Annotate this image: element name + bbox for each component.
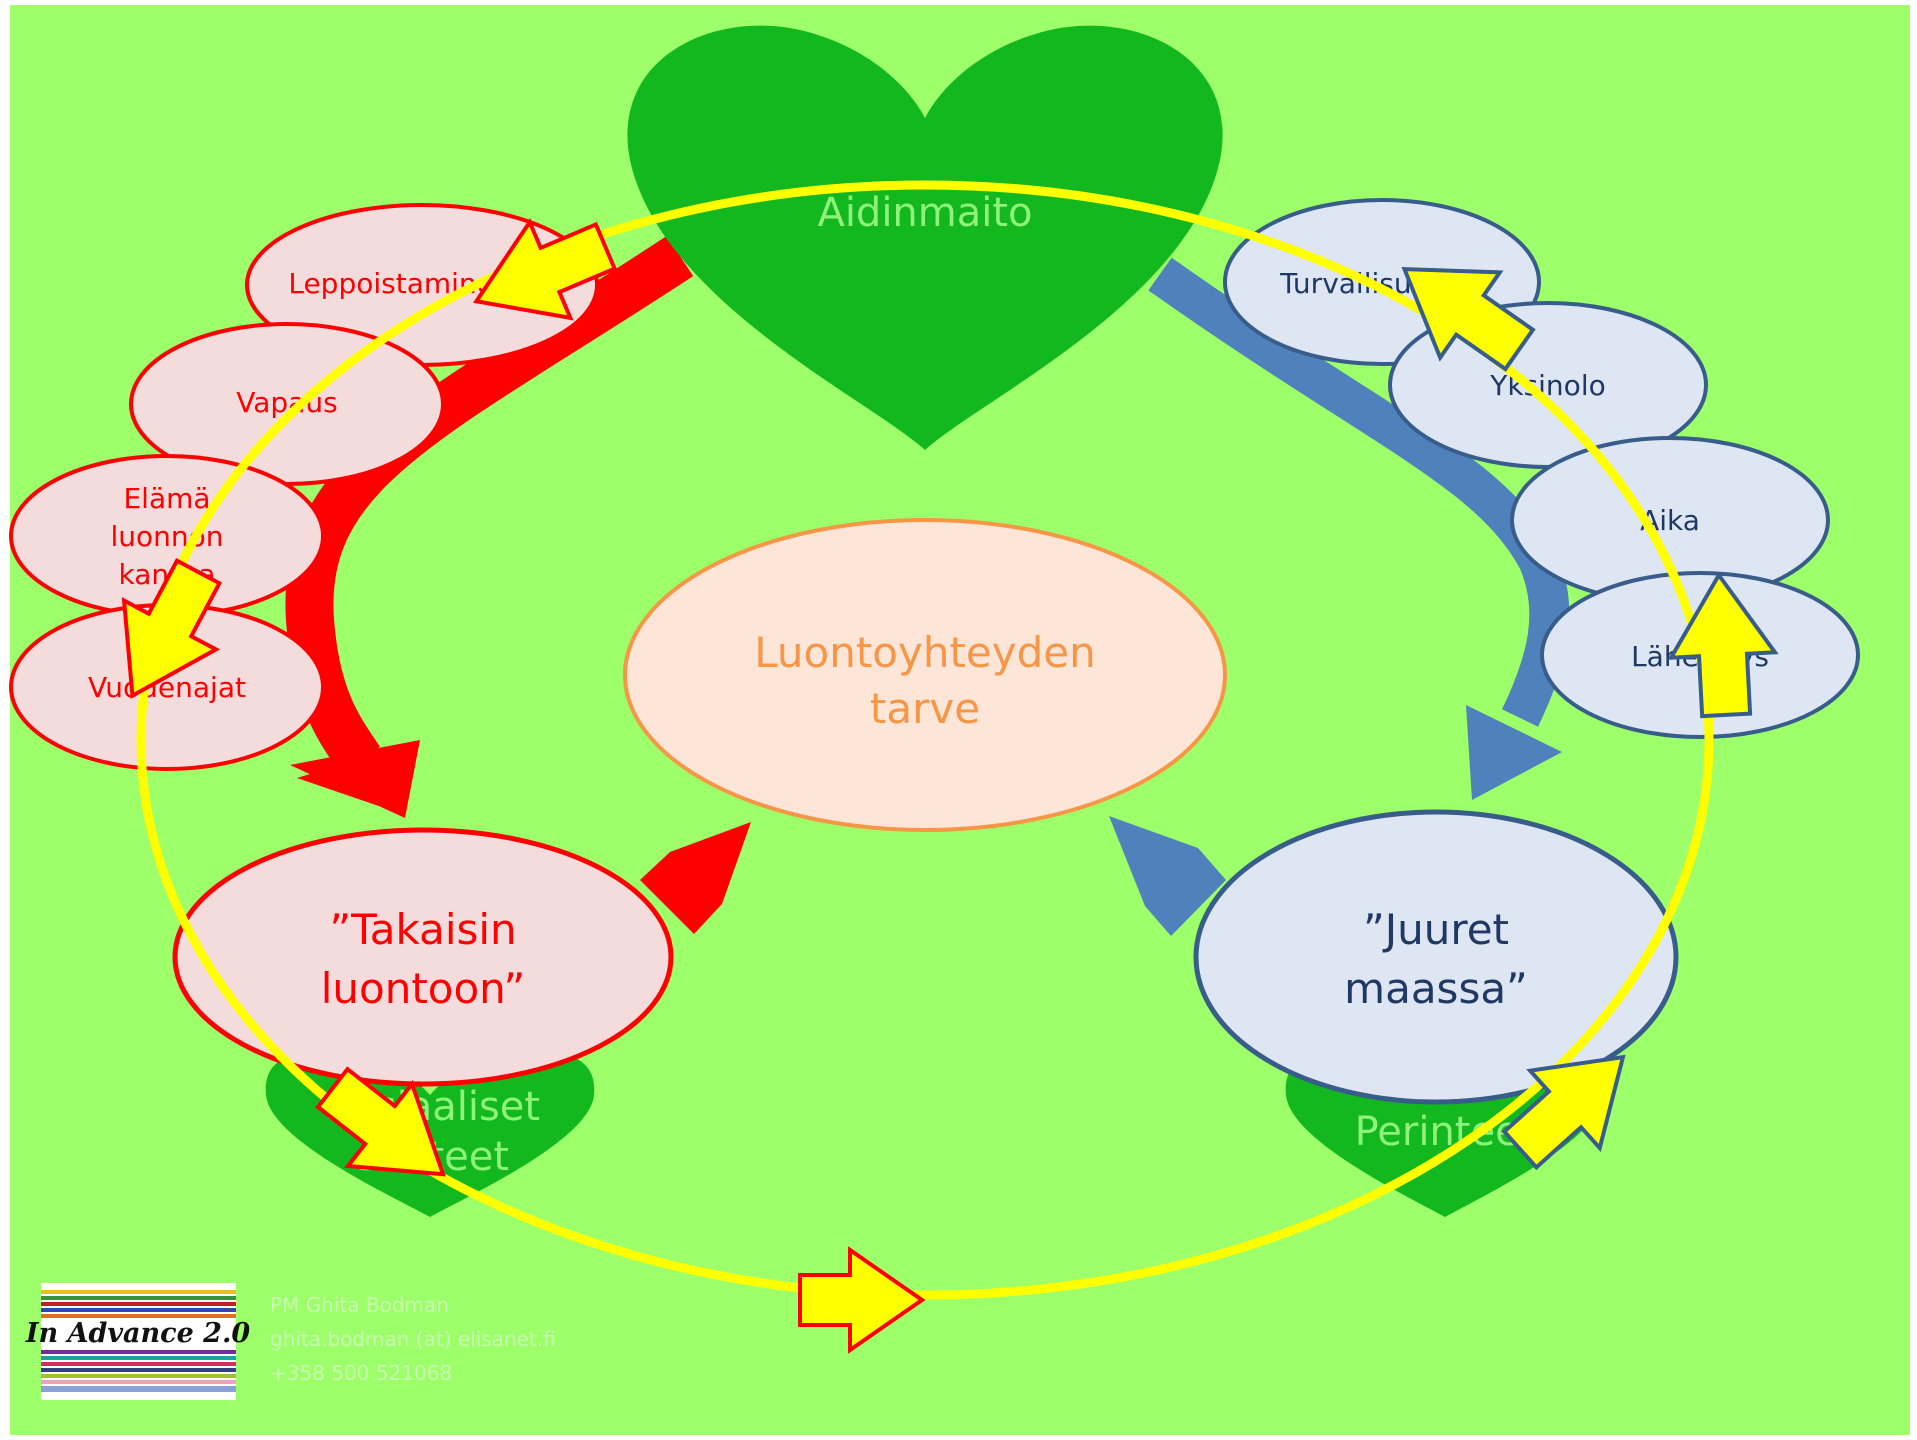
left-main-ellipse: ”Takaisin luontoon” bbox=[172, 827, 674, 1087]
logo: In Advance 2.0 bbox=[25, 1283, 251, 1400]
yellow-cycle-ring bbox=[136, 180, 1714, 1300]
footer-email: ghita.bodman (at) elisanet.fi bbox=[270, 1327, 556, 1351]
heart-top-label: Aidinmaito bbox=[817, 190, 1032, 236]
cycle-arrow-bottom-left bbox=[315, 1066, 446, 1177]
cycle-arrow-bottom bbox=[798, 1246, 926, 1354]
right-bubble-aika: Aika bbox=[1510, 436, 1830, 604]
left-bubble-vapaus: Vapaus bbox=[129, 322, 445, 486]
footer-phone: +358 500 521068 bbox=[270, 1361, 452, 1385]
right-main-line2: maassa” bbox=[1344, 964, 1528, 1013]
cycle-arrow-top-left bbox=[472, 217, 618, 321]
cycle-arrows bbox=[121, 217, 1779, 1354]
left-main-line2: luontoon” bbox=[321, 964, 526, 1013]
logo-text: In Advance 2.0 bbox=[25, 1318, 251, 1349]
cycle-arrow-bottom-right bbox=[1501, 1054, 1626, 1171]
cycle-arrow-top-right bbox=[1401, 267, 1536, 372]
center-ellipse: Luontoyhteyden tarve bbox=[623, 518, 1227, 832]
right-main-ellipse: ”Juuret maassa” bbox=[1193, 809, 1679, 1105]
heart-top: Aidinmaito bbox=[627, 25, 1223, 450]
footer-name: PM Ghita Bodman bbox=[270, 1293, 449, 1317]
center-label-line2: tarve bbox=[870, 684, 980, 733]
cycle-arrow-right bbox=[1667, 571, 1779, 719]
left-main-line1: ”Takaisin bbox=[329, 905, 516, 954]
right-to-center-arrow bbox=[1109, 816, 1226, 936]
center-label-line1: Luontoyhteyden bbox=[754, 628, 1096, 677]
right-main-line1: ”Juuret bbox=[1363, 905, 1509, 954]
left-bubble-label: Elämä bbox=[123, 482, 210, 515]
cycle-arrow-left bbox=[121, 558, 223, 699]
left-to-center-arrow bbox=[640, 822, 751, 934]
